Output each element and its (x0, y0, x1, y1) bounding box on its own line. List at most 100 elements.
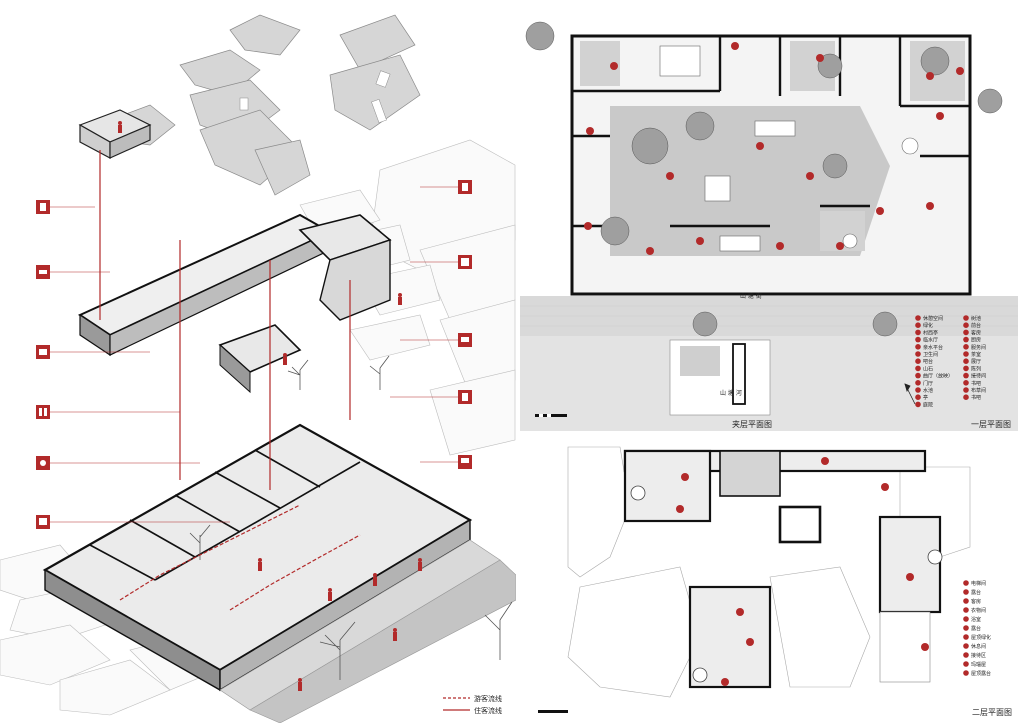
legend-marker (963, 344, 969, 350)
legend-item-label: 客房 (971, 598, 981, 605)
ground-legend-markers: 休憩空间绿化村西亭临水厅亲水平台卫生间吧台山石曲厅（放映）门厅水池亭庭院树池前台… (915, 315, 986, 408)
neighbour-outlines (567, 446, 971, 698)
legend-marker (963, 358, 969, 365)
legend-item-label: 书吧 (971, 380, 981, 387)
legend-item-label: 服务间 (971, 344, 986, 351)
legend-item-label: 接待间 (971, 373, 986, 380)
legend-item-label: 书吧 (971, 394, 981, 401)
legend-item-label: 露台 (971, 589, 981, 596)
legend-marker (963, 315, 969, 321)
legend-item-label: 山石 (923, 365, 933, 372)
ground-floor-plan-panel: 休憩空间绿化村西亭临水厅亲水平台卫生间吧台山石曲厅（放映）门厅水池亭庭院树池前台… (520, 6, 1018, 431)
right-icon-column (390, 180, 472, 469)
axonometric-panel: 游客流线 住客流线 (0, 14, 516, 723)
legend-item-label: 绿化 (923, 322, 933, 329)
legend-item-label: 屋顶绿化 (971, 634, 991, 641)
scale-bar-2 (538, 710, 568, 713)
legend-item-label: 门厅 (923, 380, 933, 387)
legend-marker (915, 315, 921, 321)
plan-trees (525, 21, 1003, 337)
legend-marker (915, 351, 921, 357)
upper-floor-slab (77, 213, 392, 394)
legend-item-label: 休憩空间 (923, 315, 943, 322)
legend-marker (963, 372, 969, 379)
legend-item-label: 卫生间 (923, 351, 938, 358)
legend-marker (915, 394, 921, 401)
legend-marker (963, 322, 969, 329)
legend-item-label: 吧台 (923, 358, 933, 365)
second-room-markers (676, 457, 929, 686)
north-arrow (904, 383, 916, 405)
legend-item-label: 茶室 (971, 351, 981, 358)
legend-marker (963, 616, 969, 622)
legend-item-label: 村西亭 (923, 329, 938, 336)
legend-item-label: 浴室 (971, 616, 981, 623)
legend-marker (963, 625, 969, 631)
axonometric-drawing (0, 14, 516, 723)
flow-legend (443, 697, 470, 711)
legend-marker (963, 394, 969, 401)
loft-unit (78, 109, 152, 159)
legend-item-label: 厨房 (971, 337, 981, 344)
legend-item-label: 展厅 (971, 359, 981, 365)
legend-marker (915, 401, 921, 408)
legend-item-label: 接待区 (971, 652, 986, 659)
legend-marker (963, 336, 969, 343)
exploded-roofs (109, 14, 421, 196)
ground-floor-plan: 休憩空间绿化村西亭临水厅亲水平台卫生间吧台山石曲厅（放映）门厅水池亭庭院树池前台… (520, 6, 1018, 431)
room-number-markers (584, 42, 964, 390)
legend-item-label: 布草间 (971, 387, 986, 394)
legend-item-label: 临水厅 (923, 337, 938, 344)
legend-item-label: 屋顶露台 (971, 670, 991, 677)
legend-marker (915, 380, 921, 386)
legend-item-label: 曲厅（放映） (923, 373, 953, 380)
ground-floor-title: 一层平面图 (971, 420, 1011, 429)
legend-marker (963, 589, 969, 595)
legend-marker (963, 643, 969, 649)
legend-guest-flow: 住客流线 (474, 707, 502, 715)
legend-marker (915, 358, 921, 365)
second-floor-plan-panel: 电梯间露台客房衣物间浴室露台屋顶绿化休息间接待区玛瑙屋屋顶露台 二层平面图 (520, 437, 1018, 719)
legend-marker (963, 670, 969, 676)
legend-item-label: 玛瑙屋 (971, 661, 986, 668)
second-floor-title: 二层平面图 (972, 708, 1012, 717)
legend-visitor-flow: 游客流线 (474, 695, 502, 703)
people-figures (118, 121, 422, 691)
legend-item-label: 前台 (971, 322, 981, 329)
ground-floor (42, 423, 516, 723)
legend-marker (963, 351, 969, 357)
legend-marker (915, 344, 921, 350)
legend-marker (963, 661, 969, 667)
legend-marker (963, 634, 969, 640)
roof-skylights (239, 70, 391, 124)
legend-item-label: 亲水平台 (923, 344, 943, 351)
legend-marker (963, 365, 969, 372)
scale-bar (535, 414, 567, 417)
legend-marker (963, 598, 969, 604)
legend-item-label: 客房 (971, 329, 981, 336)
trees (189, 355, 513, 680)
legend-item-label: 水池 (923, 387, 933, 394)
circulation-lines (99, 150, 361, 611)
legend-marker (963, 607, 969, 613)
legend-marker (963, 387, 969, 393)
legend-marker (963, 580, 969, 586)
legend-item-label: 衣物间 (971, 607, 986, 614)
legend-marker (963, 380, 969, 386)
river-label: 山 塘 河 (720, 390, 742, 397)
legend-marker (915, 387, 921, 393)
courtyard-void (778, 505, 822, 544)
legend-item-label: 树池 (971, 315, 981, 322)
legend-marker (915, 336, 921, 343)
legend-item-label: 露台 (971, 625, 981, 632)
legend-marker (915, 322, 921, 329)
left-icon-column (36, 200, 230, 529)
legend-item-label: 亭 (923, 394, 928, 401)
legend-item-label: 电梯间 (971, 580, 986, 587)
legend-marker (915, 329, 921, 336)
legend-marker (915, 365, 921, 372)
guest-room-block-b (878, 515, 942, 614)
legend-marker (963, 329, 969, 336)
